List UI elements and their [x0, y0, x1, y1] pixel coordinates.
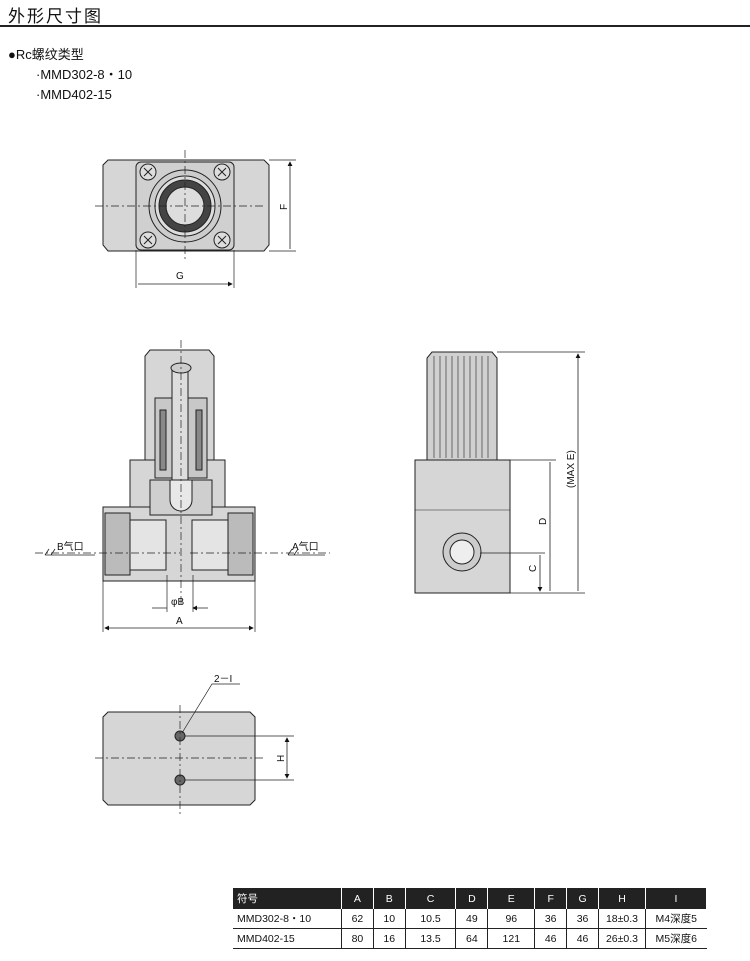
cell: 46	[566, 928, 599, 949]
cell: 36	[534, 909, 568, 929]
table-header: 符号 A B C D E F G H I	[233, 888, 707, 909]
cell: 13.5	[405, 928, 457, 949]
section-view	[35, 340, 330, 632]
cell: 36	[566, 909, 599, 929]
cell: 26±0.3	[598, 928, 646, 949]
cell: 80	[341, 928, 374, 949]
dim-label-C: C	[528, 565, 539, 572]
cell: MMD302-8・10	[233, 909, 342, 929]
port-label-A: A气口	[292, 540, 319, 553]
side-view	[414, 352, 585, 593]
header-cell: G	[566, 888, 599, 909]
cell: 96	[487, 909, 536, 929]
cell: 62	[341, 909, 374, 929]
title-underline	[0, 25, 750, 27]
dim-label-D: D	[538, 518, 549, 525]
header-cell: B	[373, 888, 406, 909]
cell: 16	[373, 928, 406, 949]
page-title: 外形尺寸图	[8, 7, 103, 26]
bottom-view	[95, 683, 294, 815]
cell: 49	[455, 909, 489, 929]
header-cell: H	[598, 888, 646, 909]
cell: 10	[373, 909, 406, 929]
cell: 18±0.3	[598, 909, 646, 929]
dim-label-G: G	[176, 271, 184, 282]
cell: 10.5	[405, 909, 457, 929]
header-cell: D	[455, 888, 489, 909]
header-cell: I	[645, 888, 707, 909]
cell: M4深度5	[645, 909, 707, 929]
model-item: ·MMD402-15	[36, 87, 112, 102]
cell: 64	[455, 928, 489, 949]
top-view	[95, 150, 296, 288]
section-heading: ●Rc螺纹类型	[8, 47, 84, 62]
cell: M5深度6	[645, 928, 707, 949]
hole-label: 2－I	[214, 674, 232, 685]
header-cell: F	[534, 888, 568, 909]
header-cell: A	[341, 888, 374, 909]
cell: 46	[534, 928, 568, 949]
header-cell: C	[405, 888, 457, 909]
model-item: ·MMD302-8・10	[36, 67, 133, 82]
port-label-B: B气口	[57, 540, 84, 553]
dim-label-H: H	[276, 755, 287, 762]
header-cell: 符号	[233, 888, 342, 909]
dim-label-A: A	[176, 616, 183, 627]
dim-label-F: F	[279, 204, 290, 210]
dim-label-MAX-E: (MAX E)	[566, 450, 577, 488]
header-cell: E	[487, 888, 536, 909]
cell: 121	[487, 928, 536, 949]
dim-label-phiB: φB	[171, 597, 184, 608]
cell: MMD402-15	[233, 928, 342, 949]
